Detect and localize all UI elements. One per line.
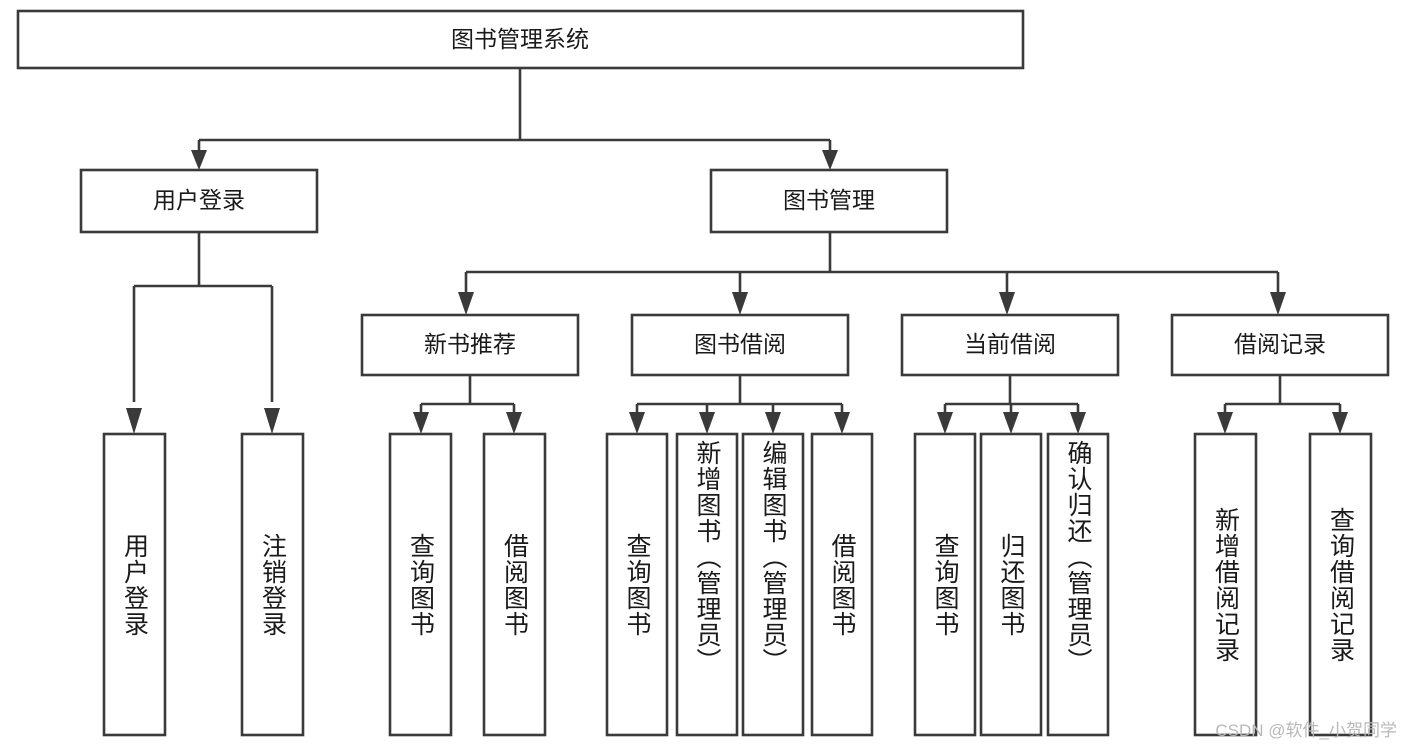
arrowhead-leaf-query-book-2	[629, 412, 645, 434]
node-user-login-box[interactable]	[79, 168, 319, 234]
node-book-borrow-label: 图书借阅	[694, 331, 786, 357]
node-leaf-query-book-2-box[interactable]	[605, 432, 669, 737]
arrowhead-current-borrow	[999, 292, 1015, 315]
node-book-manage[interactable]: 图书管理	[709, 168, 949, 234]
arrowhead-book-manage	[822, 150, 838, 170]
arrowhead-user-login	[191, 150, 207, 170]
node-leaf-confirm-return-box[interactable]	[1046, 432, 1110, 737]
node-leaf-logout-label: 注销登录	[258, 532, 287, 637]
node-leaf-user-login-label: 用户登录	[120, 532, 149, 637]
node-leaf-add-record-label: 新增借阅记录	[1211, 506, 1240, 663]
arrowhead-leaf-confirm-return	[1070, 412, 1086, 434]
node-leaf-add-record[interactable]: 新增借阅记录	[1195, 434, 1256, 735]
node-leaf-return-book-box[interactable]	[979, 432, 1043, 737]
node-leaf-query-book-1-box[interactable]	[388, 432, 453, 737]
node-leaf-borrow-book-1[interactable]: 借阅图书	[484, 434, 545, 735]
arrowhead-leaf-user-login	[126, 408, 142, 434]
node-current-borrow-box[interactable]	[900, 313, 1120, 377]
connector-group	[126, 68, 1348, 434]
node-leaf-borrow-book-1-box[interactable]	[482, 432, 547, 737]
node-leaf-borrow-book-2-label: 借阅图书	[828, 532, 856, 637]
arrowhead-leaf-edit-book	[765, 412, 781, 434]
node-user-login-label: 用户登录	[153, 187, 245, 213]
node-new-book-recommend-box[interactable]	[360, 313, 580, 377]
node-leaf-user-login[interactable]: 用户登录	[104, 434, 165, 735]
node-leaf-query-record-box[interactable]	[1308, 432, 1373, 737]
node-leaf-query-book-3[interactable]: 查询图书	[915, 434, 975, 735]
node-leaf-edit-book-box[interactable]	[741, 432, 805, 737]
node-leaf-query-record-label: 查询借阅记录	[1326, 506, 1355, 663]
arrowhead-borrow-record	[1270, 292, 1286, 315]
arrowhead-book-borrow	[732, 292, 748, 315]
node-leaf-confirm-return-label: 确认归还（管理员）	[1064, 440, 1092, 674]
node-book-manage-label: 图书管理	[783, 187, 875, 213]
node-leaf-query-book-2[interactable]: 查询图书	[607, 434, 667, 735]
arrowhead-leaf-query-record	[1332, 412, 1348, 434]
arrowhead-leaf-borrow-book-2	[834, 412, 850, 434]
arrowhead-leaf-return-book	[1003, 412, 1019, 434]
node-leaf-borrow-book-2-box[interactable]	[810, 432, 874, 737]
node-root-label: 图书管理系统	[451, 26, 589, 52]
node-leaf-user-login-box[interactable]	[102, 432, 167, 737]
node-root-system[interactable]: 图书管理系统	[16, 9, 1025, 70]
node-leaf-edit-book[interactable]: 编辑图书（管理员）	[743, 434, 803, 735]
node-leaf-borrow-book-1-label: 借阅图书	[500, 532, 529, 637]
node-root-box[interactable]	[16, 9, 1025, 70]
node-leaf-return-book[interactable]: 归还图书	[981, 434, 1041, 735]
node-leaf-query-book-2-label: 查询图书	[623, 532, 651, 637]
arrowhead-leaf-query-book-1	[413, 412, 429, 434]
node-leaf-borrow-book-2[interactable]: 借阅图书	[812, 434, 872, 735]
node-leaf-add-book-label: 新增图书（管理员）	[693, 440, 721, 674]
node-book-borrow-box[interactable]	[630, 313, 850, 377]
node-leaf-query-record[interactable]: 查询借阅记录	[1310, 434, 1371, 735]
node-leaf-logout[interactable]: 注销登录	[242, 434, 303, 735]
node-leaf-query-book-3-box[interactable]	[913, 432, 977, 737]
node-book-manage-box[interactable]	[709, 168, 949, 234]
node-leaf-query-book-3-label: 查询图书	[931, 532, 959, 637]
node-new-book-recommend[interactable]: 新书推荐	[360, 313, 580, 377]
arrowhead-leaf-logout	[264, 408, 280, 434]
arrowhead-leaf-borrow-book-1	[506, 412, 522, 434]
csdn-watermark: CSDN @软件_小贺同学	[1215, 721, 1397, 740]
node-leaf-add-book[interactable]: 新增图书（管理员）	[677, 434, 737, 735]
node-borrow-record-label: 借阅记录	[1234, 331, 1326, 357]
node-leaf-query-book-1[interactable]: 查询图书	[390, 434, 451, 735]
node-borrow-record-box[interactable]	[1170, 313, 1390, 377]
node-leaf-return-book-label: 归还图书	[997, 532, 1025, 637]
node-leaf-edit-book-label: 编辑图书（管理员）	[759, 440, 787, 674]
node-leaf-logout-box[interactable]	[240, 432, 305, 737]
node-leaf-confirm-return[interactable]: 确认归还（管理员）	[1048, 434, 1108, 735]
node-current-borrow-label: 当前借阅	[964, 331, 1056, 357]
node-current-borrow[interactable]: 当前借阅	[900, 313, 1120, 377]
node-leaf-add-record-box[interactable]	[1193, 432, 1258, 737]
node-new-book-recommend-label: 新书推荐	[424, 331, 516, 357]
node-book-borrow[interactable]: 图书借阅	[630, 313, 850, 377]
arrowhead-leaf-add-book	[699, 412, 715, 434]
arrowhead-leaf-add-record	[1217, 412, 1233, 434]
node-leaf-query-book-1-label: 查询图书	[406, 532, 435, 637]
node-leaf-add-book-box[interactable]	[675, 432, 739, 737]
arrowhead-new-book	[458, 292, 474, 315]
leaf-node-group	[102, 432, 1373, 737]
node-borrow-record[interactable]: 借阅记录	[1170, 313, 1390, 377]
arrowhead-leaf-query-book-3	[937, 412, 953, 434]
node-user-login[interactable]: 用户登录	[79, 168, 319, 234]
